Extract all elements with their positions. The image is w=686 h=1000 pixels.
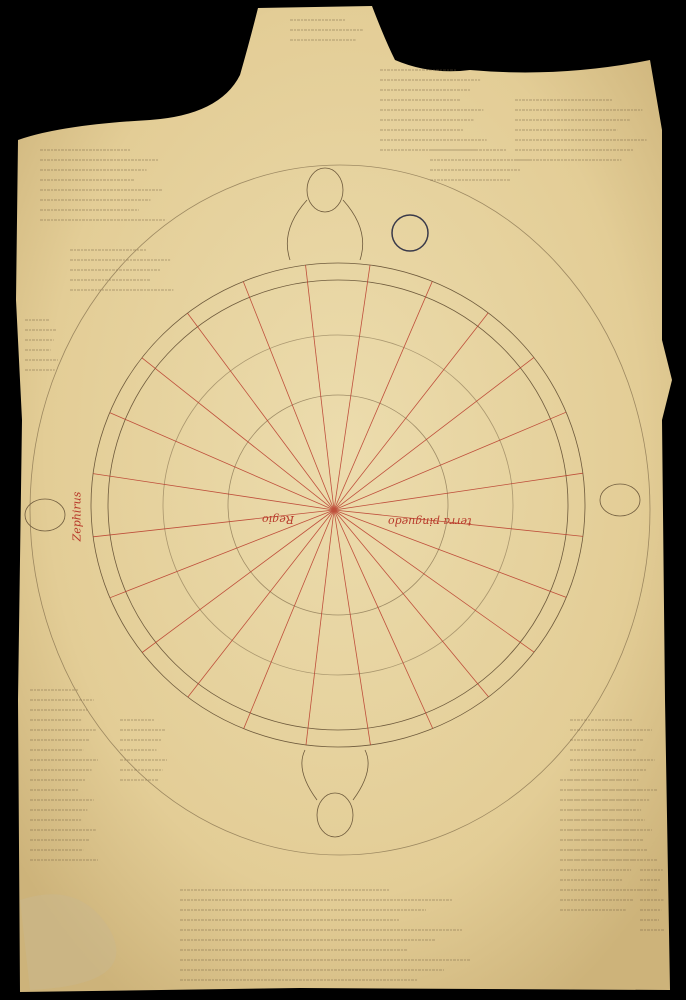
text-blocks <box>25 19 665 981</box>
radial-line <box>333 472 583 511</box>
radial-line <box>333 509 583 537</box>
label-west-wind: Zephirus <box>70 491 84 542</box>
radial-line <box>187 509 335 698</box>
radial-line <box>109 412 335 511</box>
parchment <box>16 6 672 992</box>
radial-line <box>333 509 434 729</box>
wind-head-left <box>24 498 66 532</box>
radial-line <box>333 509 489 698</box>
outer-ring-inner <box>107 279 569 731</box>
inner-circle <box>227 394 449 616</box>
radial-line <box>243 509 335 729</box>
label-center-right: terra pinguedo <box>388 515 472 528</box>
radial-line <box>333 509 371 745</box>
radial-lines <box>93 264 583 746</box>
wind-head-right <box>599 483 641 517</box>
radial-line <box>93 473 335 511</box>
radial-line <box>333 264 371 511</box>
radial-line <box>333 509 567 598</box>
outer-wind-ellipse <box>29 164 651 856</box>
radial-line <box>305 265 335 511</box>
wind-head-top <box>286 167 364 261</box>
radial-line <box>333 509 535 653</box>
outer-ring <box>90 262 586 748</box>
radial-line <box>333 357 535 511</box>
radial-line <box>93 509 335 538</box>
radial-line <box>242 281 335 511</box>
radial-line <box>333 312 489 511</box>
stain <box>20 894 117 990</box>
radial-line <box>305 509 335 746</box>
radial-line <box>141 357 335 511</box>
radial-line <box>333 281 433 511</box>
label-center-left: Regio <box>262 513 294 526</box>
wind-diagram <box>24 164 651 856</box>
radial-line <box>109 509 335 599</box>
radial-line <box>333 411 567 511</box>
middle-ring <box>162 334 514 676</box>
library-stamp <box>391 214 429 252</box>
wind-head-bottom <box>301 749 369 838</box>
radial-line <box>141 509 335 653</box>
radial-line <box>187 312 335 511</box>
